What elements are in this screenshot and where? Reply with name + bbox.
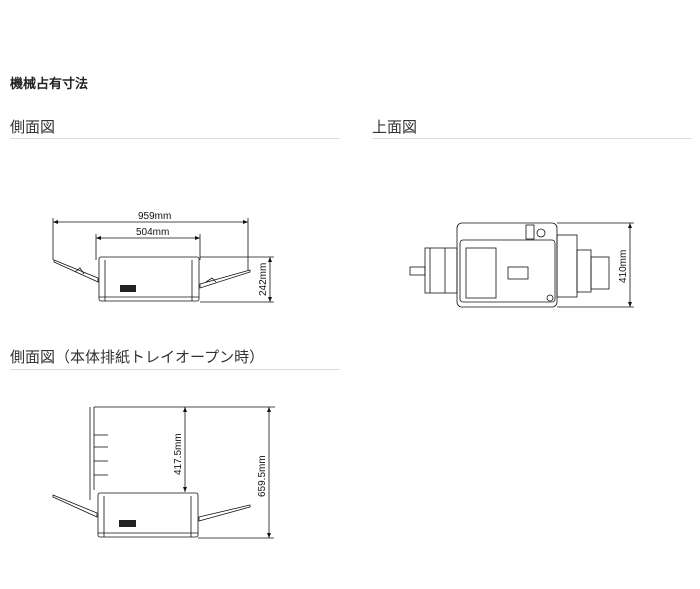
height-label: 242mm xyxy=(258,263,269,296)
section-divider xyxy=(372,138,692,139)
section-divider xyxy=(10,138,340,139)
tray-height-label: 417.5mm xyxy=(173,433,184,475)
side-view-diagram: 959mm 504mm 242mm xyxy=(52,211,274,303)
section-divider xyxy=(10,369,340,370)
total-height-label: 659.5mm xyxy=(257,455,268,497)
side-view-tray-open-heading: 側面図（本体排紙トレイオープン時） xyxy=(10,348,265,366)
side-view-tray-open-diagram: 417.5mm 659.5mm xyxy=(52,406,275,539)
page-title: 機械占有寸法 xyxy=(10,77,89,92)
total-width-label: 959mm xyxy=(138,211,171,222)
body-width-label: 504mm xyxy=(136,227,169,238)
top-view-diagram: 410mm xyxy=(409,222,634,308)
top-view-heading: 上面図 xyxy=(372,118,418,136)
depth-label: 410mm xyxy=(618,250,629,283)
side-view-heading: 側面図 xyxy=(10,118,56,136)
